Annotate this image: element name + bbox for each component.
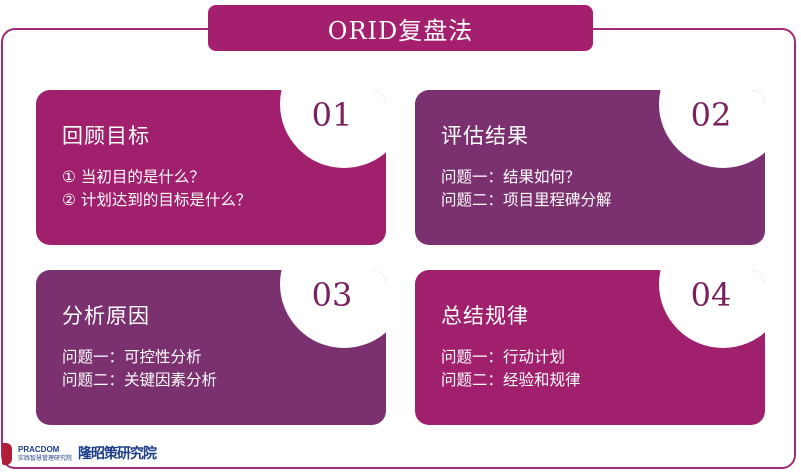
pracdom-logo-icon	[2, 443, 12, 465]
logo-institute: 隆昭策研究院	[78, 445, 157, 462]
card-4: 04 总结规律 问题一：行动计划 问题二：经验和规律	[415, 270, 765, 425]
card-1-line-1: ① 当初目的是什么？	[62, 168, 205, 186]
card-3: 03 分析原因 问题一：可控性分析 问题二：关键因素分析	[36, 270, 386, 425]
card-1-heading: 回顾目标	[62, 124, 150, 148]
card-3-number: 03	[311, 276, 353, 314]
card-2: 02 评估结果 问题一：结果如何？ 问题二：项目里程碑分解	[415, 90, 765, 245]
title-banner: ORID复盘法	[208, 5, 593, 51]
footer-logo: PRACDOM 实践智慧管理研究院 隆昭策研究院	[2, 438, 157, 470]
card-3-line-2: 问题二：关键因素分析	[62, 371, 218, 389]
card-2-line-2: 问题二：项目里程碑分解	[441, 191, 612, 209]
logo-brand-en: PRACDOM	[18, 445, 60, 454]
card-1-line-2: ② 计划达到的目标是什么？	[62, 191, 252, 209]
card-4-line-2: 问题二：经验和规律	[441, 371, 581, 389]
card-2-line-1: 问题一：结果如何？	[441, 168, 581, 186]
card-2-heading: 评估结果	[441, 124, 529, 148]
card-4-number: 04	[690, 276, 732, 314]
card-1: 01 回顾目标 ① 当初目的是什么？ ② 计划达到的目标是什么？	[36, 90, 386, 245]
card-4-heading: 总结规律	[441, 304, 529, 328]
card-3-heading: 分析原因	[62, 304, 150, 328]
card-1-number: 01	[311, 96, 353, 134]
title-text: ORID复盘法	[327, 16, 474, 45]
card-4-line-1: 问题一：行动计划	[441, 348, 566, 366]
logo-brand-cn: 实践智慧管理研究院	[18, 455, 73, 462]
card-2-number: 02	[690, 96, 732, 134]
card-3-line-1: 问题一：可控性分析	[62, 348, 202, 366]
